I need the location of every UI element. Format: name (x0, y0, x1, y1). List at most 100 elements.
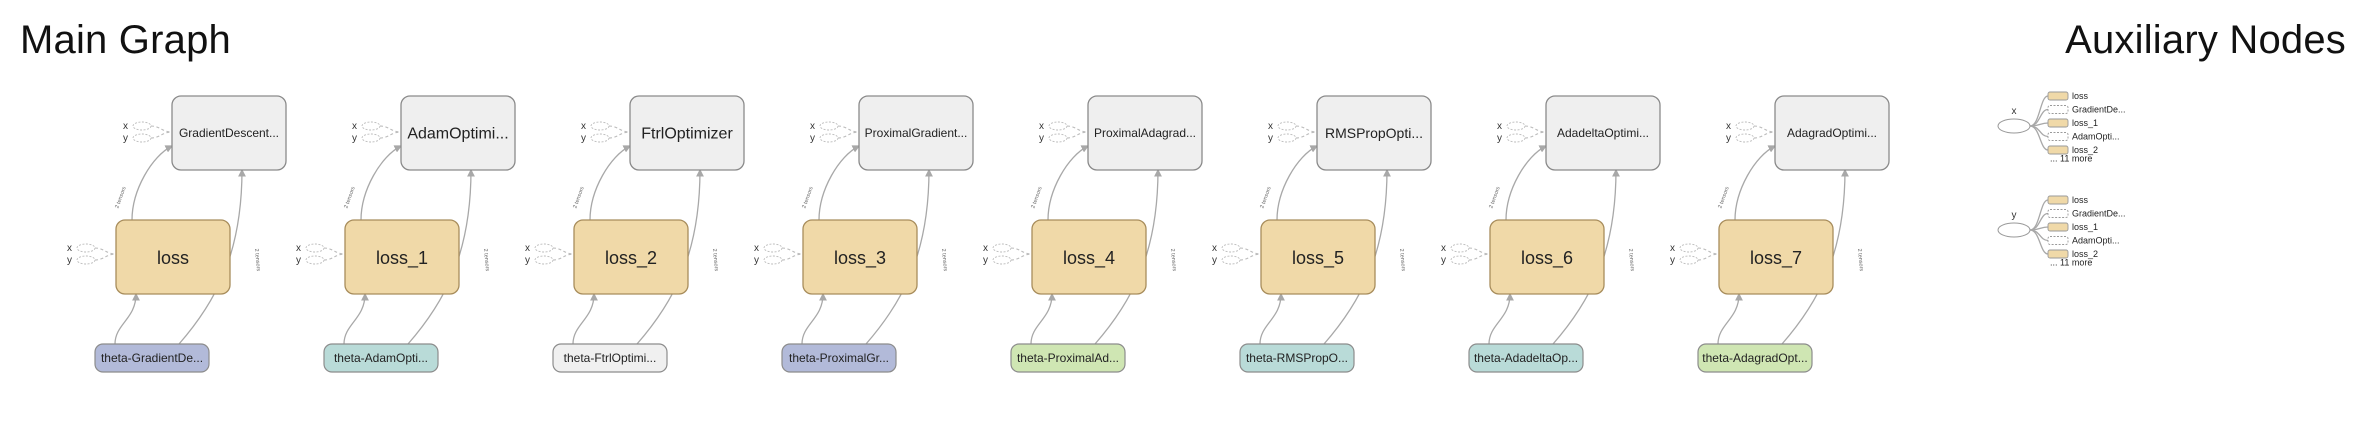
input-y-node[interactable] (361, 133, 381, 143)
input-x-node[interactable] (132, 121, 152, 131)
loss-node[interactable] (1489, 219, 1605, 295)
theta-variable-node[interactable] (552, 343, 668, 373)
aux-node-x[interactable]: xlossGradientDe...loss_1AdamOpti...loss_… (1997, 91, 2126, 164)
theta-variable-node[interactable] (1010, 343, 1126, 373)
theta-variable-node[interactable] (1239, 343, 1355, 373)
input-label-x: x (1039, 121, 1044, 132)
input-label-x: x (810, 121, 815, 132)
input-x-node[interactable] (361, 121, 381, 131)
edge-loss-to-optimizer (1047, 145, 1090, 221)
optimizer-label: ProximalGradient... (865, 126, 968, 140)
input-y-node[interactable] (1506, 133, 1526, 143)
aux-item-node[interactable] (2047, 236, 2069, 245)
input-label-y: y (1670, 255, 1675, 266)
aux-item-node[interactable] (2047, 105, 2069, 114)
input-y-node[interactable] (1450, 255, 1470, 265)
optimizer-node[interactable] (171, 95, 287, 171)
input-x-node[interactable] (590, 121, 610, 131)
loss-node[interactable] (1718, 219, 1834, 295)
input-y-node[interactable] (132, 133, 152, 143)
input-y-node[interactable] (763, 255, 783, 265)
theta-variable-node[interactable] (323, 343, 439, 373)
input-y-node[interactable] (1735, 133, 1755, 143)
aux-item-node[interactable] (2047, 209, 2069, 218)
aux-item-node[interactable] (2047, 145, 2069, 155)
input-x-node[interactable] (763, 243, 783, 253)
theta-variable-node[interactable] (1697, 343, 1813, 373)
optimizer-node[interactable] (1087, 95, 1203, 171)
loss-node[interactable] (573, 219, 689, 295)
aux-node-ellipse[interactable] (1997, 222, 2031, 238)
aux-node-ellipse[interactable] (1997, 118, 2031, 134)
edge-label: 2 tensors (482, 248, 490, 271)
aux-item-node[interactable] (2047, 195, 2069, 205)
input-x-node[interactable] (1048, 121, 1068, 131)
input-y-node[interactable] (590, 133, 610, 143)
input-x-node[interactable] (305, 243, 325, 253)
input-y-node[interactable] (76, 255, 96, 265)
loss-node[interactable] (802, 219, 918, 295)
input-x-node[interactable] (992, 243, 1012, 253)
edge-input (1066, 131, 1089, 139)
input-x-node[interactable] (1679, 243, 1699, 253)
theta-variable-node[interactable] (94, 343, 210, 373)
input-label-x: x (983, 243, 988, 254)
input-x-node[interactable] (1506, 121, 1526, 131)
theta-label: theta-AdamOpti... (334, 351, 428, 365)
loss-node[interactable] (115, 219, 231, 295)
input-x-node[interactable] (1735, 121, 1755, 131)
loss-node[interactable] (1031, 219, 1147, 295)
input-y-node[interactable] (1221, 255, 1241, 265)
optimizer-node[interactable] (629, 95, 745, 171)
edge-input (1697, 247, 1720, 255)
input-y-node[interactable] (534, 255, 554, 265)
aux-node-y[interactable]: ylossGradientDe...loss_1AdamOpti...loss_… (1997, 195, 2126, 268)
aux-item-node[interactable] (2047, 222, 2069, 232)
aux-item-label: loss_1 (2072, 222, 2098, 232)
loss-label: loss_6 (1521, 248, 1573, 269)
edge-input (323, 253, 346, 261)
input-y-node[interactable] (819, 133, 839, 143)
loss-node[interactable] (1260, 219, 1376, 295)
optimizer-node[interactable] (1545, 95, 1661, 171)
edge-input (552, 253, 575, 261)
loss-node[interactable] (344, 219, 460, 295)
input-y-node[interactable] (1048, 133, 1068, 143)
input-x-node[interactable] (819, 121, 839, 131)
input-x-node[interactable] (1277, 121, 1297, 131)
input-y-node[interactable] (305, 255, 325, 265)
input-y-node[interactable] (992, 255, 1012, 265)
edge-input (1524, 125, 1547, 133)
optimizer-node[interactable] (1316, 95, 1432, 171)
optimizer-node[interactable] (858, 95, 974, 171)
optimizer-node[interactable] (1774, 95, 1890, 171)
edge-input (1295, 131, 1318, 139)
theta-variable-node[interactable] (781, 343, 897, 373)
aux-item-node[interactable] (2047, 132, 2069, 141)
input-y-node[interactable] (1679, 255, 1699, 265)
input-x-node[interactable] (534, 243, 554, 253)
optimizer-node[interactable] (400, 95, 516, 171)
edge-input (94, 247, 117, 255)
aux-item-node[interactable] (2047, 118, 2069, 128)
input-y-node[interactable] (1277, 133, 1297, 143)
theta-variable-node[interactable] (1468, 343, 1584, 373)
input-x-node[interactable] (1450, 243, 1470, 253)
input-label-y: y (1726, 133, 1731, 144)
input-x-node[interactable] (1221, 243, 1241, 253)
input-x-node[interactable] (76, 243, 96, 253)
aux-item-node[interactable] (2047, 249, 2069, 259)
edge-loss-to-optimizer (818, 145, 861, 221)
theta-label: theta-GradientDe... (101, 351, 203, 365)
aux-item-node[interactable] (2047, 91, 2069, 101)
optimizer-label: AdagradOptimi... (1787, 126, 1877, 140)
input-label-x: x (1441, 243, 1446, 254)
